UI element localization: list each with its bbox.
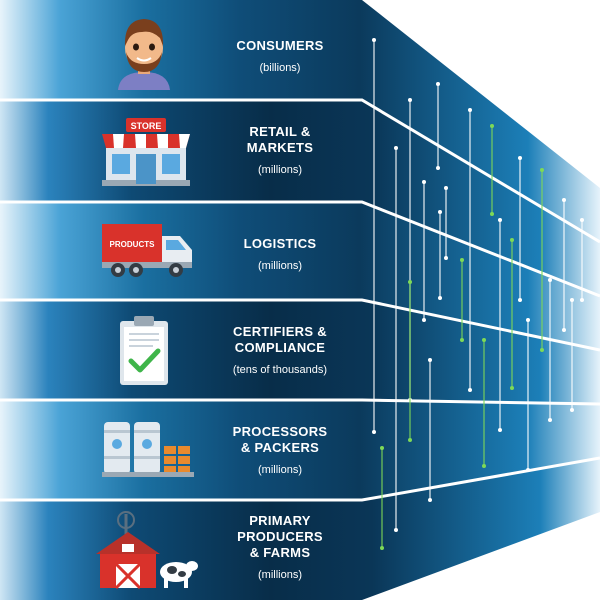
tier-title: PRIMARY PRODUCERS & FARMS: [237, 513, 323, 560]
truck-icon: PRODUCTS: [102, 224, 192, 277]
trace-node: [394, 528, 398, 532]
trace-node: [460, 338, 464, 342]
trace-node: [394, 146, 398, 150]
tier-separator: [0, 298, 600, 352]
trace-node: [562, 328, 566, 332]
trace-node: [510, 238, 514, 242]
trace-node: [548, 418, 552, 422]
trace-node: [438, 210, 442, 214]
tier-unit: (millions): [258, 464, 302, 476]
trace-node: [468, 108, 472, 112]
trace-node: [570, 298, 574, 302]
tier-unit: (millions): [258, 569, 302, 581]
tier-title: CERTIFIERS & COMPLIANCE: [233, 324, 327, 355]
trace-node: [518, 298, 522, 302]
trace-node: [428, 498, 432, 502]
tier-processors-packers: PROCESSORS & PACKERS (millions): [200, 424, 360, 477]
store-sign-text: STORE: [131, 121, 162, 131]
trace-node: [490, 124, 494, 128]
trace-node: [380, 446, 384, 450]
tier-unit: (millions): [258, 164, 302, 176]
tier-separator: [0, 456, 600, 502]
trace-node: [510, 386, 514, 390]
tier-certifiers-compliance: CERTIFIERS & COMPLIANCE (tens of thousan…: [200, 324, 360, 377]
trace-node: [428, 358, 432, 362]
tier-retail-markets: RETAIL & MARKETS (millions): [200, 124, 360, 177]
trace-node: [380, 546, 384, 550]
truck-sign-text: PRODUCTS: [110, 240, 156, 249]
tier-unit: (tens of thousands): [232, 364, 328, 376]
trace-node: [498, 428, 502, 432]
trace-node: [422, 318, 426, 322]
tier-logistics: LOGISTICS (millions): [200, 236, 360, 273]
person-icon: [118, 19, 170, 90]
tier-title: RETAIL & MARKETS: [246, 124, 314, 155]
tier-unit: (millions): [258, 260, 302, 272]
trace-node: [482, 338, 486, 342]
farm-barn-icon: [96, 511, 198, 590]
tier-primary-producers-farms: PRIMARY PRODUCERS & FARMS (millions): [200, 513, 360, 582]
trace-node: [444, 256, 448, 260]
trace-node: [408, 280, 412, 284]
trace-node: [498, 218, 502, 222]
tier-separator: [0, 200, 600, 298]
clipboard-check-icon: [120, 316, 168, 385]
trace-node: [372, 38, 376, 42]
trace-node: [460, 258, 464, 262]
trace-node: [468, 388, 472, 392]
trace-node: [482, 464, 486, 468]
tier-unit: (billions): [259, 62, 301, 74]
trace-node: [526, 318, 530, 322]
trace-node: [422, 180, 426, 184]
trace-node: [372, 430, 376, 434]
trace-node: [570, 408, 574, 412]
tier-title: PROCESSORS & PACKERS: [232, 424, 328, 455]
factory-silos-icon: [102, 422, 194, 477]
trace-node: [436, 166, 440, 170]
tier-separator: [0, 398, 600, 406]
trace-node: [526, 468, 530, 472]
trace-node: [408, 98, 412, 102]
trace-node: [490, 212, 494, 216]
trace-node: [408, 438, 412, 442]
trace-node: [540, 168, 544, 172]
trace-node: [438, 296, 442, 300]
trace-node: [580, 218, 584, 222]
trace-node: [518, 156, 522, 160]
trace-node: [436, 82, 440, 86]
trace-node: [580, 298, 584, 302]
tier-consumers: CONSUMERS (billions): [200, 38, 360, 75]
tier-title: LOGISTICS: [243, 236, 317, 251]
tier-title: CONSUMERS: [236, 38, 324, 53]
store-icon: STORE: [102, 118, 190, 186]
trace-node: [562, 198, 566, 202]
trace-node: [540, 348, 544, 352]
trace-node: [444, 186, 448, 190]
trace-node: [548, 278, 552, 282]
tier-separator: [0, 98, 600, 244]
